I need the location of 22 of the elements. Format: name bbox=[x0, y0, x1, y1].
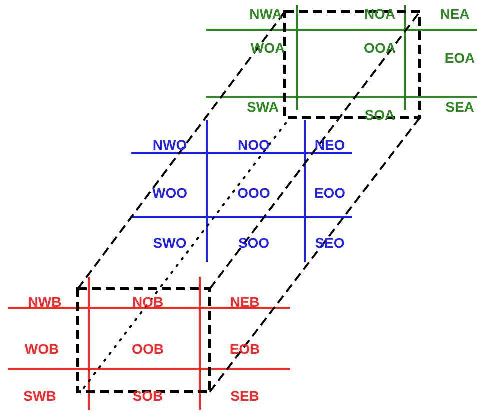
grid-label: SWA bbox=[247, 100, 279, 114]
grid-label: NEO bbox=[314, 138, 346, 152]
grid-label: WOO bbox=[152, 186, 188, 200]
grid-label: NOB bbox=[132, 295, 164, 309]
grid-label: OOB bbox=[132, 342, 164, 356]
grid-label: WOB bbox=[24, 342, 60, 356]
grid-label: NEB bbox=[230, 295, 260, 309]
grid-label: SOO bbox=[238, 236, 270, 250]
grid-label: SEA bbox=[446, 100, 474, 114]
grid-label: NOO bbox=[238, 138, 270, 152]
grid-label: NEA bbox=[440, 7, 470, 21]
grid-label: NWB bbox=[28, 295, 62, 309]
grid-label: EOA bbox=[444, 51, 476, 65]
grid-label: SWB bbox=[24, 389, 56, 403]
grid-label: EOB bbox=[230, 342, 260, 356]
grid-label: OOO bbox=[238, 186, 270, 200]
grid-label: EOO bbox=[314, 186, 346, 200]
grid-label: SEB bbox=[230, 389, 260, 403]
grid-label: OOA bbox=[364, 41, 396, 55]
grid-label: NWA bbox=[250, 7, 282, 21]
grid-label: NWO bbox=[152, 138, 188, 152]
grid-label: SWO bbox=[153, 236, 187, 250]
